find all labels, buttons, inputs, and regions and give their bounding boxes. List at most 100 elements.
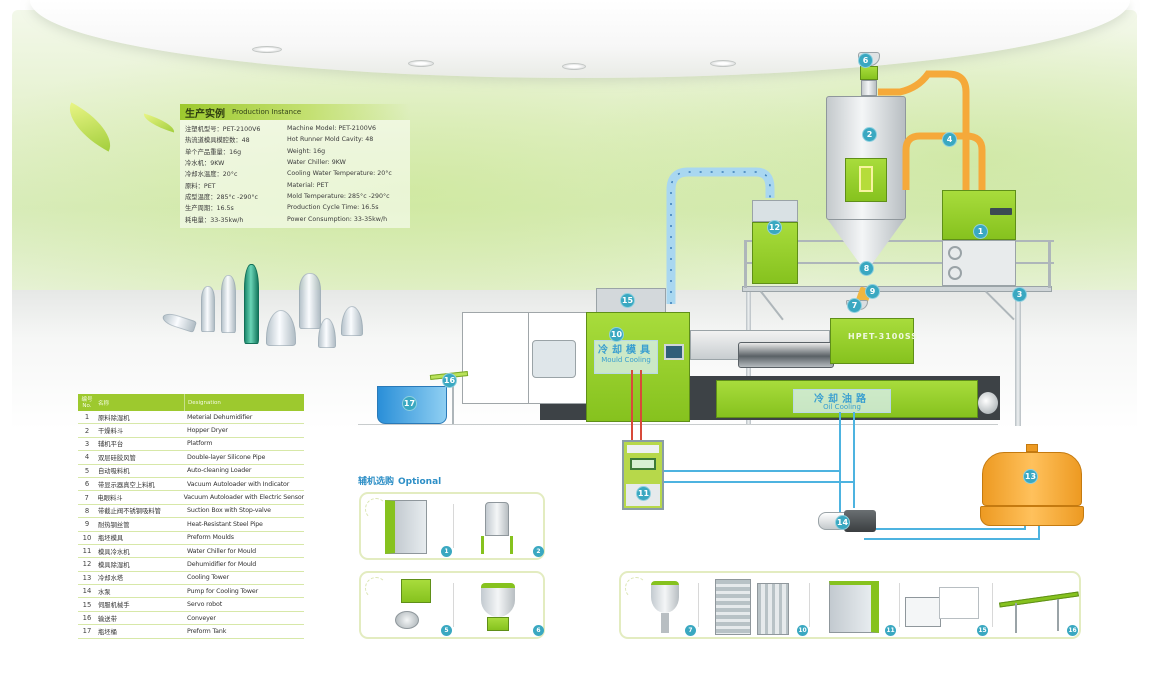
production-instance-panel: 生产实例 Production Instance 注塑机型号：PET-2100V… (180, 104, 410, 228)
loader-motor (395, 611, 419, 629)
legend-header-name: 名称 (98, 400, 110, 407)
injection-unit (830, 318, 914, 364)
production-instance-header: 生产实例 Production Instance (180, 104, 410, 120)
legend-no: 4 (84, 453, 90, 462)
optional-item-preform-mould[interactable] (715, 579, 751, 635)
optional-item-dehumidifier[interactable] (385, 500, 427, 554)
optional-badge: 6 (533, 625, 544, 636)
preform-tank (377, 386, 447, 424)
platform-rail (744, 240, 1054, 242)
legend-no: 11 (82, 547, 92, 556)
legend-no: 14 (82, 587, 92, 596)
spec-cn: 单个产品重量：16g (185, 148, 242, 156)
legend-name: 干燥料斗 (98, 428, 124, 436)
chiller-label-plate (627, 445, 659, 453)
mould-cooling-label: 冷却模具 Mould Cooling (594, 340, 658, 374)
spec-en: Weight: 16g (287, 147, 326, 155)
oil-cooling-label: 冷却油路 Oil Cooling (793, 389, 891, 413)
swirl-decoration (365, 577, 387, 599)
spec-row: 注塑机型号：PET-2100V6 Machine Model: PET-2100V… (185, 123, 406, 134)
legend-designation: Preform Tank (187, 627, 227, 635)
legend-designation: Double-layer Silicone Pipe (187, 453, 266, 461)
optional-item-electric-eye-hopper[interactable] (651, 581, 679, 613)
legend-header-no: 编号 No. (81, 396, 93, 409)
spec-cn: 原料：PET (185, 182, 216, 190)
optional-item-hopper-dryer[interactable] (485, 502, 509, 536)
platform-post (744, 240, 747, 288)
legend-name: 电眼料斗 (97, 495, 123, 503)
spec-en: Material: PET (287, 181, 329, 189)
mould-dehumidifier-top (752, 200, 798, 222)
production-instance-title-cn: 生产实例 (185, 108, 225, 120)
badge-17: 17 (402, 396, 417, 411)
legend-no: 10 (82, 533, 92, 542)
legend-no: 1 (84, 413, 90, 422)
spec-en: Mold Temperature: 285°c -290°c (287, 192, 390, 200)
optional-group-b: 5 6 (359, 571, 545, 639)
optional-item-conveyer[interactable] (999, 591, 1079, 608)
optional-item-servo-robot[interactable] (905, 597, 941, 627)
legend-designation: Suction Box with Stop-valve (187, 507, 271, 515)
spec-en: Power Consumption: 33-35kw/h (287, 215, 388, 223)
dehumidifier-display (990, 208, 1012, 215)
silicone-pipe-outer (878, 70, 970, 190)
optional-badge: 5 (441, 625, 452, 636)
legend-no: 15 (82, 600, 92, 609)
spec-en: Machine Model: PET-2100V6 (287, 125, 377, 133)
optional-badge: 16 (1067, 625, 1078, 636)
separator (809, 583, 810, 627)
badge-3: 3 (1012, 287, 1027, 302)
spec-cn: 耗电量：33-35kw/h (185, 216, 244, 224)
swirl-decoration (625, 577, 647, 599)
badge-1: 1 (973, 224, 988, 239)
preform-bottle-green (244, 264, 259, 344)
spec-en: Hot Runner Mold Cavity: 48 (287, 136, 374, 144)
optional-group-c: 7 10 11 15 16 (619, 571, 1081, 639)
chiller-pipe-return (640, 370, 642, 442)
legend-header: 编号 No. 名称 Designation (78, 394, 304, 411)
control-panel-screen (664, 344, 684, 360)
production-instance-title-en: Production Instance (232, 108, 302, 116)
optional-title-cn: 辅机选购 (358, 477, 395, 487)
production-instance-specs: 注塑机型号：PET-2100V6 Machine Model: PET-2100V… (180, 120, 410, 228)
optional-item-water-chiller[interactable] (829, 581, 879, 633)
badge-13: 13 (1023, 469, 1038, 484)
legend-designation: Cooling Tower (187, 574, 229, 582)
separator (899, 583, 900, 627)
optional-badge: 15 (977, 625, 988, 636)
ceiling-light (562, 63, 586, 70)
hopper-window (859, 166, 873, 192)
cooling-pipe (864, 538, 1040, 540)
legend-name: 水泵 (98, 588, 111, 596)
preform-mould-half (757, 583, 789, 635)
legend-designation: Pump for Cooling Tower (187, 587, 259, 595)
oil-tank (978, 392, 998, 414)
optional-item-vacuum-autoloader[interactable] (481, 583, 515, 617)
legend-designation: Meterial Dehumidifier (187, 413, 253, 421)
ceiling-light (710, 60, 736, 67)
legend-no: 12 (82, 560, 92, 569)
separator (453, 504, 454, 548)
spec-cn: 注塑机型号：PET-2100V6 (185, 126, 261, 134)
guard-window (532, 340, 576, 378)
conveyer-leg (1015, 603, 1017, 633)
optional-item-auto-loader[interactable] (401, 579, 431, 603)
legend-name: 自动吸料机 (98, 468, 130, 476)
autoloader-base (487, 617, 509, 631)
legend-designation: Preform Moulds (187, 534, 234, 542)
legend-no: 17 (82, 627, 92, 636)
